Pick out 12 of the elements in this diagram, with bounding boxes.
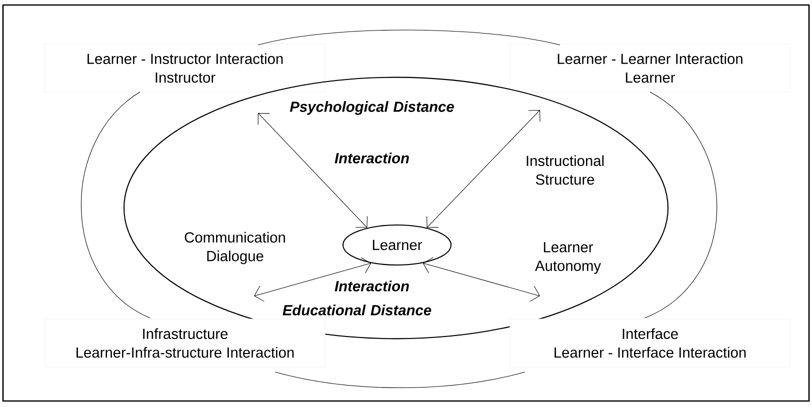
arc-line xyxy=(644,92,718,318)
arc-line xyxy=(274,372,526,388)
arc-line xyxy=(80,92,150,318)
label-box: Infrastructure Learner-Infra-structure Interaction xyxy=(44,318,326,368)
double-arrow xyxy=(422,257,540,302)
arc-line xyxy=(258,30,560,46)
double-arrow xyxy=(258,113,368,228)
double-arrow xyxy=(254,257,372,302)
label-box: Learner - Instructor Interaction Instructor xyxy=(44,44,326,92)
label-box: Learner - Learner Interaction Learner xyxy=(510,44,790,92)
double-arrow xyxy=(426,110,540,228)
label-box: Interface Learner - Interface Interaction xyxy=(510,318,790,368)
